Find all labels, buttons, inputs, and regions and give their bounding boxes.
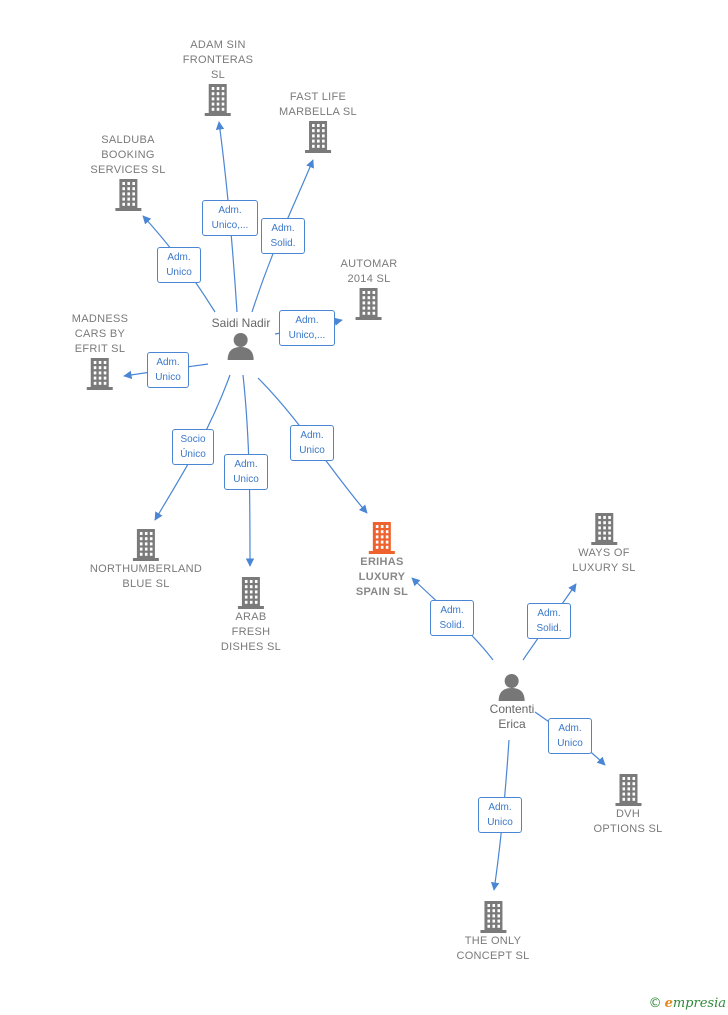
building-icon [356, 288, 382, 320]
building-icon [133, 529, 159, 561]
relation-label-saidi-fastlife[interactable]: Adm. Solid. [261, 218, 305, 254]
person-icon [227, 333, 254, 360]
company-node-erihas[interactable]: ERIHAS LUXURY SPAIN SL [356, 521, 408, 600]
person-name: Contenti Erica [489, 702, 535, 731]
company-name: THE ONLY CONCEPT SL [456, 935, 530, 962]
company-node-salduba[interactable]: SALDUBA BOOKING SERVICES SL [90, 133, 165, 212]
person-name: Saidi Nadir [211, 316, 271, 330]
building-icon [368, 522, 395, 554]
company-name: ERIHAS LUXURY SPAIN SL [355, 556, 409, 598]
person-node-saidi[interactable]: Saidi Nadir [211, 316, 271, 361]
building-icon [480, 901, 506, 933]
relation-label-saidi-adam[interactable]: Adm. Unico,... [202, 200, 258, 236]
company-name: MADNESS CARS BY EFRIT SL [71, 313, 129, 355]
empresia-brand-logo: ©empresia [648, 996, 726, 1011]
copyright-icon: © [648, 996, 662, 1011]
building-icon [305, 121, 331, 153]
company-name: AUTOMAR 2014 SL [340, 258, 398, 285]
relation-label-saidi-automar[interactable]: Adm. Unico,... [279, 310, 335, 346]
company-node-northumberland[interactable]: NORTHUMBERLAND BLUE SL [90, 528, 202, 592]
company-node-automar[interactable]: AUTOMAR 2014 SL [341, 257, 398, 321]
company-name: SALDUBA BOOKING SERVICES SL [90, 134, 166, 176]
building-icon [87, 358, 113, 390]
relation-label-saidi-arab[interactable]: Adm. Unico [224, 454, 268, 490]
building-icon [204, 84, 231, 116]
company-node-ways[interactable]: WAYS OF LUXURY SL [572, 512, 635, 576]
relation-label-saidi-erihas[interactable]: Adm. Unico [290, 425, 334, 461]
company-node-madness[interactable]: MADNESS CARS BY EFRIT SL [72, 312, 129, 391]
relation-label-saidi-madness[interactable]: Adm. Unico [147, 352, 189, 388]
relation-label-contenti-ways[interactable]: Adm. Solid. [527, 603, 571, 639]
company-node-arab[interactable]: ARAB FRESH DISHES SL [221, 576, 281, 655]
company-node-dvh[interactable]: DVH OPTIONS SL [593, 773, 662, 837]
company-node-fastlife[interactable]: FAST LIFE MARBELLA SL [279, 90, 357, 154]
company-name: ARAB FRESH DISHES SL [220, 611, 282, 653]
building-icon [615, 774, 641, 806]
relation-label-contenti-erihas[interactable]: Adm. Solid. [430, 600, 474, 636]
company-name: DVH OPTIONS SL [593, 808, 663, 835]
person-icon [498, 674, 525, 701]
building-icon [591, 513, 617, 545]
relation-label-contenti-dvh[interactable]: Adm. Unico [548, 718, 592, 754]
company-name: NORTHUMBERLAND BLUE SL [89, 563, 203, 590]
building-icon [237, 577, 264, 609]
company-name: ADAM SIN FRONTERAS SL [182, 39, 254, 81]
relation-label-saidi-salduba[interactable]: Adm. Unico [157, 247, 201, 283]
relation-label-saidi-northumberland[interactable]: Socio Único [172, 429, 214, 465]
company-node-adam[interactable]: ADAM SIN FRONTERAS SL [183, 38, 254, 117]
person-node-contenti[interactable]: Contenti Erica [489, 672, 535, 732]
company-name: WAYS OF LUXURY SL [572, 547, 636, 574]
company-name: FAST LIFE MARBELLA SL [279, 91, 357, 118]
building-icon [115, 179, 141, 211]
company-node-theonly[interactable]: THE ONLY CONCEPT SL [456, 900, 529, 964]
relation-label-contenti-theonly[interactable]: Adm. Unico [478, 797, 522, 833]
